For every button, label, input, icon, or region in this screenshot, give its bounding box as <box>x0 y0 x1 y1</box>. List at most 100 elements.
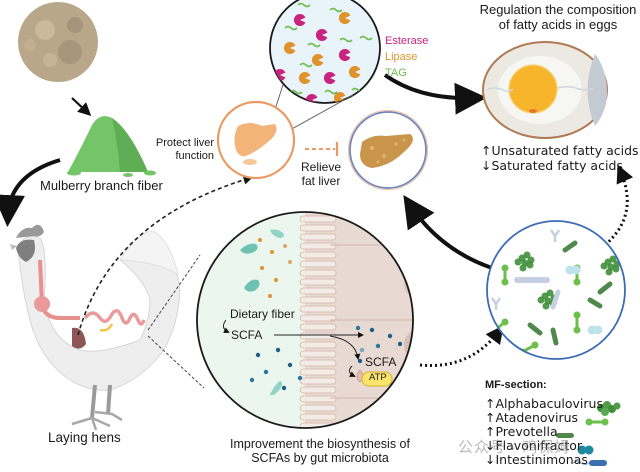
tag-icon <box>284 25 298 31</box>
legend-esterase: Esterase <box>385 35 429 47</box>
lipase-icon <box>311 54 324 66</box>
villus <box>299 305 337 313</box>
coccus <box>519 264 527 272</box>
dietary-fiber-label: Dietary fiber <box>230 307 295 321</box>
tag-icon <box>289 89 303 95</box>
villus <box>299 251 337 259</box>
atp-badge <box>361 371 393 387</box>
coccus <box>523 251 531 259</box>
lipase-icon <box>348 66 361 78</box>
villus <box>299 341 337 349</box>
protect-liver-label: Protect liver function <box>155 137 214 162</box>
tag-icon <box>297 2 311 8</box>
hen-to-liver-dashed-arrow <box>77 175 254 336</box>
taxon-row: ↓Intestinimonas <box>485 451 588 467</box>
scfa-dot <box>255 352 261 358</box>
fiber-to-hen-arrow <box>0 158 61 227</box>
villus <box>299 224 337 232</box>
antibody <box>490 297 502 310</box>
scfa-dot <box>283 244 287 248</box>
villus <box>299 260 337 268</box>
hens-label: Laying hens <box>48 430 121 445</box>
unsaturated-row: ↑Unsaturated fatty acids <box>481 143 639 158</box>
fiber-pile-icon <box>67 116 156 177</box>
microbiota-bubble <box>486 220 626 360</box>
scfa-dot <box>357 358 363 364</box>
scfa-dot <box>287 362 293 368</box>
egg-cross-section-icon <box>482 41 608 139</box>
villus <box>299 386 337 394</box>
fiber-label: Mulberry branch fiber <box>40 178 163 193</box>
coccus <box>537 296 545 304</box>
scfa-dot <box>297 375 303 381</box>
cluster-cocci-icon <box>597 401 621 416</box>
gut-caption: Improvement the biosynthesis of SCFAs by… <box>230 437 410 466</box>
coccus <box>612 265 620 273</box>
zoom-line-lower <box>147 335 205 389</box>
villus <box>299 233 337 241</box>
coccus <box>514 258 522 266</box>
mf-section-legend: MF-section: ↑Alphabaculovirus ↑Atadenovi… <box>485 379 603 467</box>
taxon-row: ↑Prevotella <box>485 423 558 439</box>
coccus <box>605 268 613 276</box>
villus <box>299 287 337 295</box>
esterase-icon <box>338 49 351 62</box>
scfa-label: SCFA <box>231 328 263 342</box>
tag-icon <box>324 89 338 95</box>
villus <box>299 350 337 358</box>
tag-icon <box>307 42 321 48</box>
scfa-dot <box>369 327 375 333</box>
gut-microbiota-panel <box>196 211 414 429</box>
coccus <box>600 262 608 270</box>
lipase-icon <box>338 12 351 25</box>
scfa-dot <box>249 377 255 383</box>
mf-section-title: MF-section: <box>485 379 547 391</box>
scfa-dot <box>355 325 361 331</box>
coccus <box>546 289 554 297</box>
relieve-fat-liver-label: Relieve fat liver <box>300 160 342 188</box>
fatty-liver-ring <box>347 110 428 190</box>
rod-bacterium <box>597 281 613 295</box>
taxon-row: ↑Atadenovirus <box>485 409 579 425</box>
rod-bacterium <box>562 240 578 253</box>
coccus <box>526 261 534 269</box>
scfa-dot <box>375 343 381 349</box>
villus <box>299 359 337 367</box>
villus <box>299 377 337 385</box>
villus <box>299 314 337 322</box>
tag-icon <box>359 35 373 41</box>
scfa-dot <box>359 347 365 353</box>
diplococcus <box>593 325 603 335</box>
dumbbell-end <box>573 311 581 319</box>
esterase-icon <box>315 29 328 41</box>
tag-icon <box>329 7 343 13</box>
esterase-icon <box>293 14 306 27</box>
antibody <box>549 229 561 242</box>
villus <box>299 413 337 421</box>
tag-icon <box>299 62 313 68</box>
scfa-cell-label: SCFA <box>365 355 397 369</box>
rod-bacterium-icon <box>556 433 574 438</box>
rod-bacterium <box>587 297 603 309</box>
villus <box>299 404 337 412</box>
pale-rod <box>550 289 561 310</box>
scfa-dot <box>274 278 278 282</box>
dumbbell-end <box>573 278 581 286</box>
scfa-dot <box>275 347 281 353</box>
villus <box>299 278 337 286</box>
dumbbell-end <box>501 264 509 272</box>
laying-hen-icon <box>10 224 181 431</box>
scfa-dot <box>263 369 269 375</box>
villus <box>299 395 337 403</box>
lipase-icon <box>298 72 311 85</box>
scfa-dot <box>397 341 403 347</box>
villus <box>299 368 337 376</box>
gut-to-microbiota-dotted-arrow <box>419 325 504 368</box>
tag-icon <box>339 37 353 43</box>
taxon-row: ↑Alphabaculovirus <box>485 395 603 411</box>
scfa-dot <box>268 294 272 298</box>
rod-bacterium <box>527 322 543 336</box>
diplococcus <box>571 265 581 275</box>
dumbbell-end <box>531 341 539 349</box>
legend-tag: TAG <box>385 67 407 79</box>
